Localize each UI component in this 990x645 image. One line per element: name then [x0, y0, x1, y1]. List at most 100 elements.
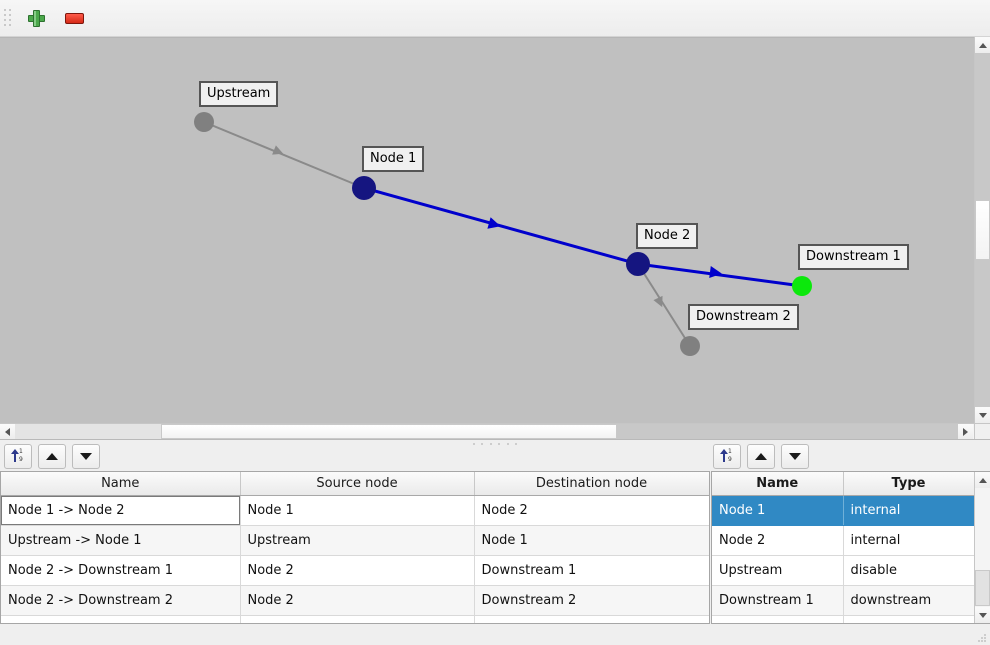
nodes-cell-type[interactable]: internal: [843, 495, 975, 526]
edges-table[interactable]: Name Source node Destination node Node 1…: [0, 471, 710, 624]
nodes-cell-name[interactable]: Node 2: [712, 525, 844, 556]
chevron-down-icon: [978, 412, 987, 418]
edges-sort-button[interactable]: 1 9: [4, 443, 32, 469]
edge-upstream-node1[interactable]: [203, 121, 365, 189]
nodes-cell-name[interactable]: Downstream 1: [712, 585, 844, 616]
panel-splitter[interactable]: [0, 439, 990, 447]
add-node-button[interactable]: [21, 3, 51, 33]
graph-label-downstream1[interactable]: Downstream 1: [798, 244, 909, 270]
remove-node-button[interactable]: [59, 3, 89, 33]
arrowhead-node2-downstream1: [709, 266, 722, 278]
chevron-up-icon: [978, 477, 987, 483]
edge-node2-downstream2[interactable]: [637, 263, 691, 347]
nodes-scroll-down-button[interactable]: [975, 607, 990, 623]
chevron-right-icon: [963, 427, 968, 436]
nodes-cell-name[interactable]: Node 1: [712, 495, 844, 526]
nodes-scroll-thumb[interactable]: [975, 570, 990, 606]
nodes-cell-type[interactable]: downstream: [843, 585, 975, 616]
table-row[interactable]: Node 2 internal: [712, 525, 975, 556]
edges-cell-destination[interactable]: Node 2: [474, 495, 709, 526]
edges-col-name[interactable]: Name: [1, 472, 241, 496]
triangle-up-icon: [46, 452, 58, 460]
minus-icon: [64, 12, 84, 24]
graph-node-node1[interactable]: [352, 176, 376, 200]
graph-node-node2[interactable]: [626, 252, 650, 276]
vscroll-thumb[interactable]: [975, 200, 990, 260]
edges-cell-source[interactable]: Node 1: [240, 495, 475, 526]
nodes-move-up-button[interactable]: [747, 443, 775, 469]
vscroll-down-button[interactable]: [975, 407, 990, 423]
main-toolbar: [0, 0, 990, 37]
graph-node-upstream[interactable]: [194, 112, 214, 132]
vscroll-up-button[interactable]: [975, 37, 990, 53]
edge-node1-node2[interactable]: [363, 186, 639, 266]
edges-cell-name[interactable]: Node 1 -> Node 2: [1, 495, 241, 526]
nodes-scroll-up-button[interactable]: [975, 472, 990, 488]
edges-move-down-button[interactable]: [72, 443, 100, 469]
edge-node2-downstream1[interactable]: [637, 262, 803, 288]
nodes-header-row: Name Type: [712, 472, 975, 496]
nodes-table-scrollbar[interactable]: [974, 472, 990, 623]
splitter-grip[interactable]: [473, 442, 517, 445]
edges-cell-source[interactable]: Node 2: [240, 555, 475, 586]
graph-label-downstream2[interactable]: Downstream 2: [688, 304, 799, 330]
edges-cell-name[interactable]: Upstream -> Node 1: [1, 525, 241, 556]
table-row[interactable]: Node 1 -> Node 2 Node 1 Node 2: [1, 495, 709, 526]
canvas-horizontal-scrollbar[interactable]: [0, 423, 974, 439]
sort-ascending-icon: 1 9: [719, 448, 735, 464]
edges-cell-destination[interactable]: Downstream 2: [474, 585, 709, 616]
graph-node-downstream2[interactable]: [680, 336, 700, 356]
edges-cell-source[interactable]: Upstream: [240, 525, 475, 556]
table-row-empty: [1, 615, 709, 623]
edges-cell-source[interactable]: Node 2: [240, 585, 475, 616]
edges-move-up-button[interactable]: [38, 443, 66, 469]
edges-cell-destination[interactable]: Node 1: [474, 525, 709, 556]
nodes-cell-type[interactable]: internal: [843, 525, 975, 556]
hscroll-thumb[interactable]: [161, 424, 617, 439]
nodes-col-type[interactable]: Type: [843, 472, 975, 496]
nodes-cell-name[interactable]: Upstream: [712, 555, 844, 586]
sort-digit-top: 1: [19, 448, 23, 455]
triangle-down-icon: [80, 452, 92, 460]
nodes-toolbar: 1 9: [713, 442, 809, 470]
nodes-move-down-button[interactable]: [781, 443, 809, 469]
hscroll-track-right[interactable]: [617, 424, 958, 439]
nodes-col-name[interactable]: Name: [712, 472, 844, 496]
graph-label-node1[interactable]: Node 1: [362, 146, 425, 172]
resize-grip[interactable]: [978, 634, 987, 643]
edges-cell-name[interactable]: Node 2 -> Downstream 1: [1, 555, 241, 586]
sort-digit-bottom: 9: [19, 456, 23, 463]
nodes-grid: Name Type Node 1 internal Node 2 interna…: [712, 472, 975, 623]
hscroll-left-button[interactable]: [0, 424, 15, 439]
arrowhead-node1-node2: [487, 217, 501, 229]
edges-grid: Name Source node Destination node Node 1…: [1, 472, 709, 623]
graph-canvas[interactable]: Upstream Node 1 Node 2 Downstream 1 Down…: [0, 37, 990, 439]
graph-node-downstream1[interactable]: [792, 276, 812, 296]
hscroll-track-left[interactable]: [15, 424, 161, 439]
edges-col-source[interactable]: Source node: [240, 472, 475, 496]
toolbar-grip[interactable]: [3, 7, 13, 29]
edges-cell-destination[interactable]: Downstream 1: [474, 555, 709, 586]
canvas-vertical-scrollbar[interactable]: [974, 37, 990, 423]
table-row-empty: [712, 615, 975, 623]
nodes-cell-type[interactable]: disable: [843, 555, 975, 586]
table-row[interactable]: Node 2 -> Downstream 2 Node 2 Downstream…: [1, 585, 709, 616]
table-row[interactable]: Upstream -> Node 1 Upstream Node 1: [1, 525, 709, 556]
arrowhead-upstream-node1: [272, 145, 284, 155]
edges-header-row: Name Source node Destination node: [1, 472, 709, 496]
edges-cell-name[interactable]: Node 2 -> Downstream 2: [1, 585, 241, 616]
table-row[interactable]: Upstream disable: [712, 555, 975, 586]
plus-icon: [27, 9, 45, 27]
hscroll-right-button[interactable]: [958, 424, 973, 439]
edges-toolbar: 1 9: [4, 442, 100, 470]
chevron-left-icon: [5, 427, 10, 436]
table-row[interactable]: Downstream 1 downstream: [712, 585, 975, 616]
graph-label-upstream[interactable]: Upstream: [199, 81, 279, 107]
table-row[interactable]: Node 2 -> Downstream 1 Node 2 Downstream…: [1, 555, 709, 586]
nodes-table[interactable]: Name Type Node 1 internal Node 2 interna…: [711, 471, 990, 624]
table-row[interactable]: Node 1 internal: [712, 495, 975, 526]
graph-label-node2[interactable]: Node 2: [636, 223, 699, 249]
nodes-sort-button[interactable]: 1 9: [713, 443, 741, 469]
edges-col-destination[interactable]: Destination node: [474, 472, 709, 496]
